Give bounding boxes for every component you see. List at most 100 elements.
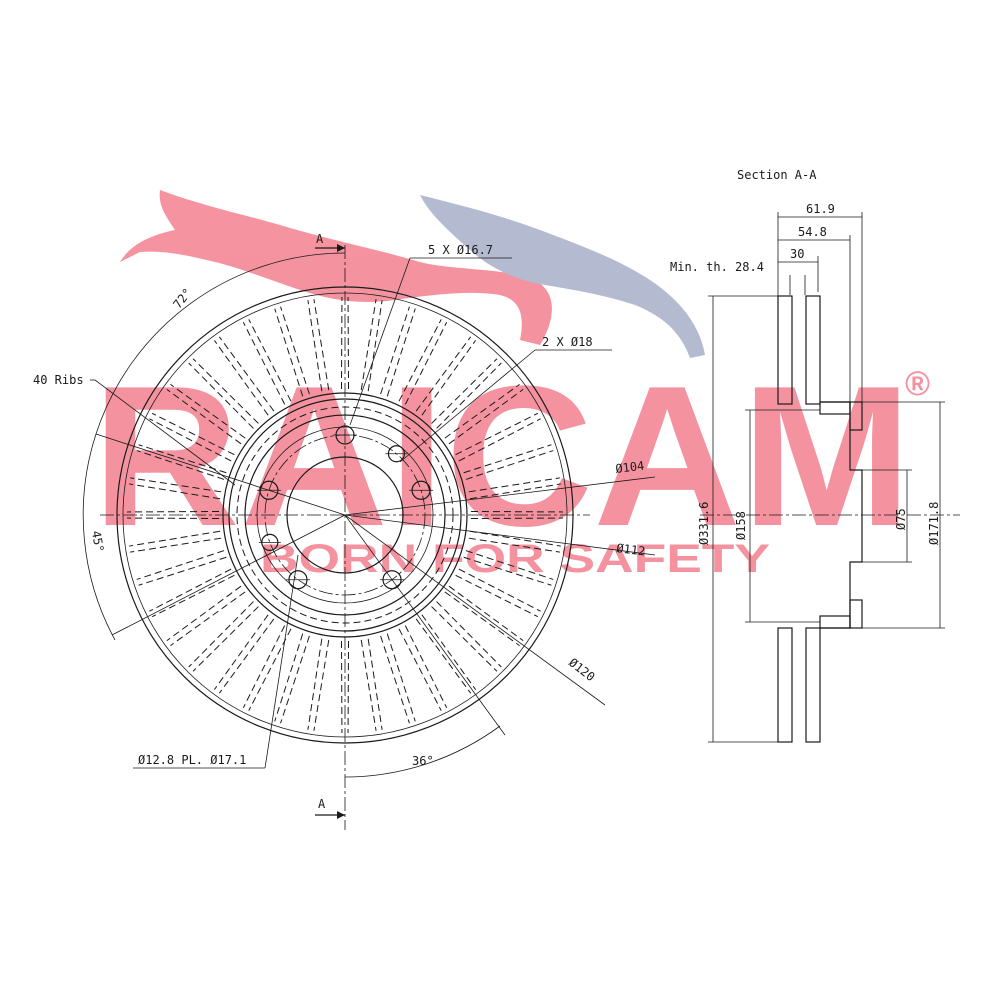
rib-line — [367, 300, 383, 392]
registered-mark: ® — [905, 365, 930, 403]
angle-45-label: 45° — [89, 530, 107, 554]
rib-line — [218, 336, 275, 412]
section-marker-top: A — [315, 232, 345, 252]
rib-line — [367, 638, 383, 730]
rib-line — [307, 300, 323, 392]
rib-line — [188, 601, 254, 668]
rib-line — [431, 606, 498, 672]
rib-line — [380, 635, 410, 724]
rib-line — [307, 638, 323, 730]
rib-line — [455, 574, 539, 618]
rib-line — [436, 362, 502, 429]
svg-text:A: A — [318, 797, 326, 811]
rib-line — [458, 568, 541, 612]
label-bolt-holes: 5 X Ø16.7 — [428, 243, 493, 257]
rib-line — [398, 319, 442, 402]
rib-line — [129, 530, 221, 547]
dim-30: 30 — [790, 247, 804, 261]
angle-72-label: 72° — [170, 286, 194, 312]
rib-line — [415, 618, 472, 694]
rib-line — [458, 418, 541, 462]
rib-line — [129, 483, 221, 500]
rib-line — [136, 550, 225, 580]
leader-d112 — [344, 514, 656, 556]
section-marker-bottom: A — [315, 797, 345, 819]
rib-line — [386, 633, 416, 722]
label-d112: Ø112 — [616, 541, 646, 558]
rib-line — [463, 556, 552, 586]
rib-line — [444, 591, 520, 646]
rib-line — [166, 585, 242, 642]
pin-hole — [385, 445, 408, 463]
outer-friction-ring-top — [777, 295, 793, 405]
rib-line — [242, 625, 286, 709]
rib-line — [280, 635, 310, 724]
rib-line — [469, 483, 561, 500]
brand-text: RAICAM — [92, 345, 912, 568]
radial-line-45 — [111, 514, 346, 636]
section-title: Section A-A — [737, 168, 817, 182]
rib-line — [138, 444, 227, 474]
ventilation-ribs — [127, 297, 563, 733]
rib-line — [380, 306, 410, 395]
rib-line — [448, 585, 524, 642]
dim-d331-6: Ø331.6 — [697, 502, 711, 545]
angle-72-arc — [95, 252, 346, 435]
rib-line — [436, 601, 502, 668]
leader-ribs — [94, 379, 236, 486]
rib-line — [404, 625, 448, 709]
rib-line — [421, 340, 476, 416]
rib-line — [274, 633, 304, 722]
rib-line — [313, 639, 330, 731]
inner-friction-ring-bottom — [805, 627, 821, 743]
bolt-hole — [285, 570, 310, 590]
rib-line — [214, 340, 269, 416]
rib-line — [218, 618, 275, 694]
rib-line — [444, 384, 520, 439]
rib-line — [130, 477, 222, 493]
bolt-hole — [409, 480, 434, 500]
outer-friction-ring-bottom — [777, 627, 793, 743]
label-pin-holes: 2 X Ø18 — [542, 335, 593, 349]
rib-line — [468, 477, 560, 493]
rib-line — [465, 550, 554, 580]
angle-36-label: 36° — [412, 754, 434, 768]
svg-text:A: A — [316, 232, 324, 246]
rib-line — [360, 639, 377, 731]
min-thickness: Min. th. 28.4 — [670, 260, 764, 274]
leader-pin-holes — [399, 349, 536, 463]
tagline-text: BORN FOR SAFETY — [260, 537, 770, 581]
rib-line — [465, 450, 554, 480]
leader-d104 — [344, 476, 656, 516]
rib-line — [415, 336, 472, 412]
angle-36-arc — [344, 725, 501, 778]
rib-line — [386, 308, 416, 397]
watermark: RAICAM ® BORN FOR SAFETY — [92, 190, 930, 581]
rib-line — [313, 299, 330, 391]
inner-friction-ring-top — [805, 295, 821, 405]
label-ribs: 40 Ribs — [33, 373, 84, 387]
rib-line — [448, 388, 524, 445]
rib-line — [398, 628, 442, 711]
dim-d75: Ø75 — [894, 508, 908, 530]
dim-d171-8: Ø171.8 — [927, 502, 941, 545]
rib-line — [455, 412, 539, 456]
rib-line — [242, 321, 286, 405]
label-bolt-spec: Ø12.8 PL. Ø17.1 — [138, 753, 246, 767]
dim-61-9: 61.9 — [806, 202, 835, 216]
rib-line — [130, 537, 222, 553]
label-d104: Ø104 — [615, 459, 645, 476]
rib-line — [170, 384, 246, 439]
rib-line — [136, 450, 225, 480]
dim-54-8: 54.8 — [798, 225, 827, 239]
rib-line — [170, 591, 246, 646]
cat-logo-icon — [120, 190, 552, 345]
front-view: A A 72° 45° 36° 5 X Ø16.7 2 X Ø18 40 Rib… — [33, 232, 656, 830]
radial-line-36 — [344, 514, 506, 736]
rib-line — [149, 568, 232, 612]
rib-line — [188, 362, 254, 429]
rib-line — [431, 358, 498, 424]
rib-line — [149, 418, 232, 462]
section-view: Section A-A 61.9 54.8 30 Min. th. 28.4 — [670, 168, 960, 743]
